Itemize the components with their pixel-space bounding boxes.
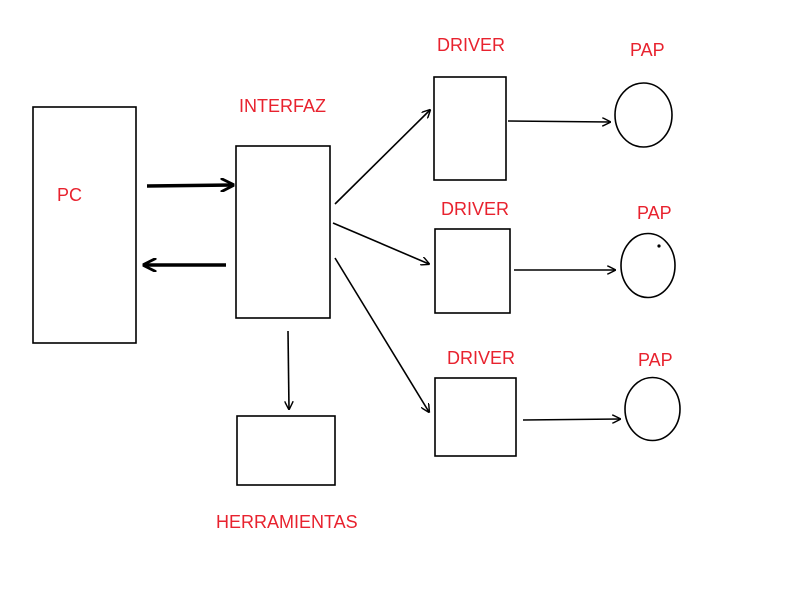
pap-2-circle <box>620 232 676 299</box>
herramientas-label: HERRAMIENTAS <box>216 512 358 532</box>
herramientas-box <box>236 415 336 486</box>
driver-1-label: DRIVER <box>437 35 505 55</box>
pc-to-interfaz-arrow <box>146 185 233 186</box>
interfaz-to-driver-2-arrow <box>332 222 429 264</box>
pap-1-label: PAP <box>630 40 665 60</box>
pap-1-circle <box>614 82 673 148</box>
driver-3-box <box>434 377 517 457</box>
interfaz-to-herramientas-arrow <box>288 330 289 409</box>
driver-3-to-pap-3-arrow <box>522 419 620 420</box>
interfaz-to-driver-3-arrow <box>334 257 429 412</box>
pap-3-circle <box>624 376 681 442</box>
pc-box <box>32 106 137 344</box>
interfaz-to-driver-1-arrow <box>334 110 430 205</box>
interfaz-label: INTERFAZ <box>239 96 326 116</box>
interfaz-box <box>235 145 331 319</box>
driver-1-box <box>433 76 507 181</box>
driver-2-label: DRIVER <box>441 199 509 219</box>
driver-2-box <box>434 228 511 314</box>
pc-label: PC <box>57 185 82 205</box>
pap-2-label: PAP <box>637 203 672 223</box>
driver-1-to-pap-1-arrow <box>507 121 610 122</box>
pap-3-label: PAP <box>638 350 673 370</box>
driver-3-label: DRIVER <box>447 348 515 368</box>
pap-2-dot <box>657 244 661 248</box>
